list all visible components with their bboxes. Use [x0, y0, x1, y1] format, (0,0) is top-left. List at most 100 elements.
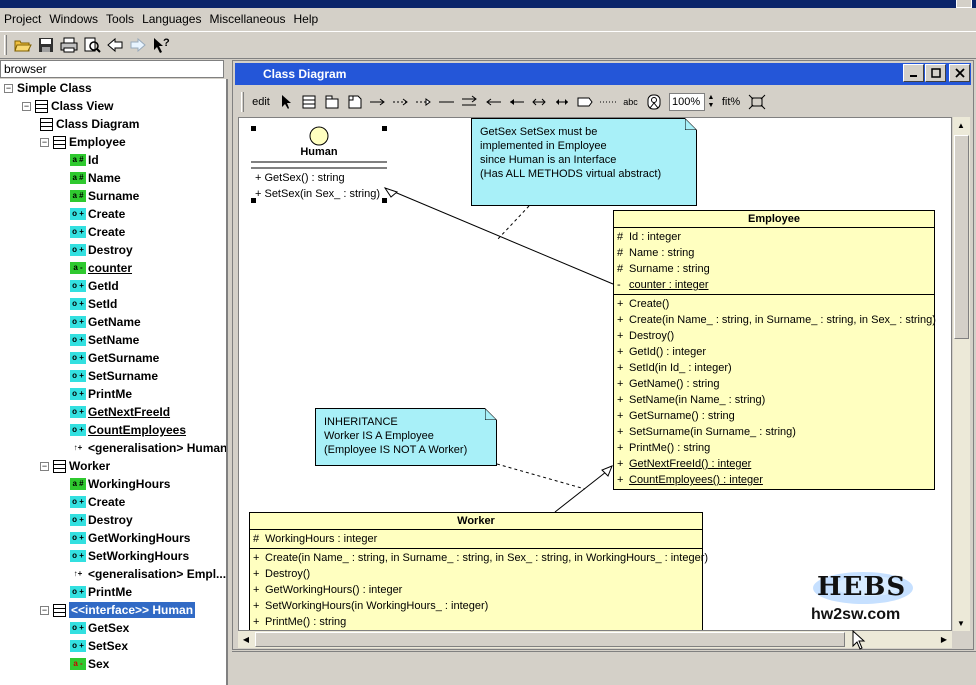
menu-miscellaneous[interactable]: Miscellaneous — [209, 12, 286, 26]
note-tool-icon[interactable] — [343, 92, 366, 112]
tree-item[interactable]: −Worker — [40, 457, 110, 475]
class-member[interactable]: +Create(in Name_ : string, in Surname_ :… — [614, 312, 936, 328]
collapse-icon[interactable]: − — [40, 604, 49, 615]
scroll-right-icon[interactable]: ▶ — [940, 634, 948, 644]
class-member[interactable]: +GetWorkingHours() : integer — [250, 582, 702, 598]
collapse-icon[interactable]: − — [40, 136, 49, 147]
tree-item[interactable]: o +GetSex — [70, 619, 129, 637]
actor-tool-icon[interactable] — [642, 92, 665, 112]
tree-item[interactable]: o +SetName — [70, 331, 139, 349]
app-close-button[interactable] — [956, 0, 972, 8]
tree-item[interactable]: o +GetId — [70, 277, 119, 295]
class-member[interactable]: +GetName() : string — [614, 376, 934, 392]
realization-arrow-icon[interactable] — [412, 92, 435, 112]
menu-help[interactable]: Help — [293, 12, 319, 26]
select-pointer-icon[interactable] — [274, 92, 297, 112]
double-arrow-icon[interactable] — [550, 92, 573, 112]
scroll-left-icon[interactable]: ◀ — [242, 634, 250, 644]
class-member[interactable]: +PrintMe() : string — [250, 614, 702, 630]
class-member[interactable]: #Id : integer — [614, 229, 934, 245]
horizontal-scrollbar[interactable]: ◀ ▶ — [238, 631, 952, 648]
class-member[interactable]: #WorkingHours : integer — [250, 531, 702, 547]
context-help-icon[interactable]: ? — [149, 34, 172, 56]
dependency-arrow-icon[interactable] — [389, 92, 412, 112]
zoom-input[interactable]: 100% — [669, 93, 705, 111]
tree-item[interactable]: −Class View — [22, 97, 113, 115]
human-interface[interactable]: Human + GetSex() : string + SetSex(in Se… — [251, 126, 387, 206]
component-tool-icon[interactable] — [573, 92, 596, 112]
class-member[interactable]: +Create(in Name_ : string, in Surname_ :… — [250, 550, 708, 566]
back-arrow-icon[interactable] — [103, 34, 126, 56]
tree-item[interactable]: o +PrintMe — [70, 583, 132, 601]
tree-item[interactable]: o +SetWorkingHours — [70, 547, 189, 565]
tree-item[interactable]: a #Name — [70, 169, 121, 187]
class-tool-icon[interactable] — [297, 92, 320, 112]
class-member[interactable]: -counter : integer — [614, 277, 934, 293]
class-member[interactable]: #Name : string — [614, 245, 934, 261]
minimize-button[interactable] — [903, 64, 924, 82]
left-filled-arrow-icon[interactable] — [504, 92, 527, 112]
toolbar-grip[interactable] — [4, 35, 7, 55]
class-member[interactable]: +CountEmployees() : integer — [614, 472, 934, 488]
scroll-down-icon[interactable]: ▼ — [957, 618, 965, 628]
class-member[interactable]: +SetId(in Id_ : integer) — [614, 360, 934, 376]
tree-item[interactable]: o +GetName — [70, 313, 141, 331]
menu-tools[interactable]: Tools — [106, 12, 135, 26]
tree-item[interactable]: o +GetSurname — [70, 349, 159, 367]
maximize-button[interactable] — [925, 64, 946, 82]
tree-item[interactable]: o +SetSex — [70, 637, 128, 655]
class-member[interactable]: +SetName(in Name_ : string) — [614, 392, 934, 408]
vertical-scroll-thumb[interactable] — [954, 135, 969, 339]
save-icon[interactable] — [34, 34, 57, 56]
zoom-spinner[interactable]: ▲▼ — [707, 94, 715, 109]
diagram-canvas[interactable]: Human + GetSex() : string + SetSex(in Se… — [238, 117, 952, 631]
menu-project[interactable]: Project — [4, 12, 42, 26]
close-button[interactable] — [949, 64, 970, 82]
package-tool-icon[interactable] — [320, 92, 343, 112]
selection-handle[interactable] — [382, 126, 387, 131]
diagram-toolbar-grip[interactable] — [241, 92, 244, 112]
tree-item[interactable]: o +Create — [70, 223, 125, 241]
generalisation-arrow-icon[interactable] — [458, 92, 481, 112]
tree-item[interactable]: o +GetWorkingHours — [70, 529, 190, 547]
tree-item[interactable]: a #Surname — [70, 187, 139, 205]
tree-item[interactable]: −Simple Class — [4, 79, 92, 97]
employee-class[interactable]: Employee #Id : integer#Name : string#Sur… — [613, 210, 936, 490]
tree-item[interactable]: o +Create — [70, 493, 125, 511]
line-tool-icon[interactable] — [435, 92, 458, 112]
fit-zoom-button[interactable]: fit% — [721, 96, 741, 108]
tree-item[interactable]: o +GetNextFreeId — [70, 403, 170, 421]
tree-item[interactable]: a -Sex — [70, 655, 109, 673]
fit-window-icon[interactable] — [745, 92, 768, 112]
selection-handle[interactable] — [251, 126, 256, 131]
collapse-icon[interactable]: − — [40, 460, 49, 471]
tree-item[interactable]: a #Id — [70, 151, 99, 169]
tree-item[interactable]: a -counter — [70, 259, 132, 277]
dotted-line-icon[interactable] — [596, 92, 619, 112]
left-arrow-tool-icon[interactable] — [481, 92, 504, 112]
tree-item[interactable]: a #WorkingHours — [70, 475, 170, 493]
generalisation-line-worker-employee[interactable] — [554, 467, 612, 513]
forward-arrow-icon[interactable] — [126, 34, 149, 56]
class-member[interactable]: +Destroy() — [250, 566, 702, 582]
class-member[interactable]: +GetSurname() : string — [614, 408, 934, 424]
class-member[interactable]: +SetWorkingHours(in WorkingHours_ : inte… — [250, 598, 702, 614]
class-member[interactable]: +GetNextFreeId() : integer — [614, 456, 934, 472]
association-arrow-icon[interactable] — [366, 92, 389, 112]
selection-handle[interactable] — [251, 198, 256, 203]
class-member[interactable]: +SetSurname(in Surname_ : string) — [614, 424, 934, 440]
class-member[interactable]: +Destroy() — [614, 328, 934, 344]
tree-item[interactable]: o +Destroy — [70, 511, 133, 529]
generalisation-line-employee-human[interactable] — [384, 187, 614, 285]
worker-class[interactable]: Worker #WorkingHours : integer +Create(i… — [249, 512, 708, 630]
selection-handle[interactable] — [382, 198, 387, 203]
bidirectional-arrow-icon[interactable] — [527, 92, 550, 112]
scroll-up-icon[interactable]: ▲ — [957, 120, 965, 130]
class-member[interactable]: #Surname : string — [614, 261, 934, 277]
tree-item[interactable]: o +CountEmployees — [70, 421, 186, 439]
tree-item[interactable]: o +PrintMe — [70, 385, 132, 403]
tree-item[interactable]: o +SetId — [70, 295, 117, 313]
print-icon[interactable] — [57, 34, 80, 56]
